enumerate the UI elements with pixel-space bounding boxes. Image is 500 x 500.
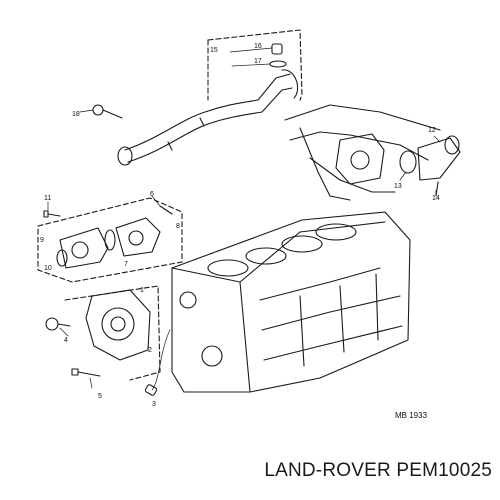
part-number: PEM10025 (396, 460, 492, 481)
callout-14: 14 (432, 195, 440, 202)
callout-6: 6 (150, 191, 154, 198)
callout-13: 13 (394, 183, 402, 190)
callout-11: 11 (44, 195, 51, 202)
engine-block (171, 211, 411, 393)
callout-16: 16 (254, 43, 262, 50)
water-pump-bolts (45, 317, 101, 377)
group-box-thermostat (37, 197, 183, 283)
callout-7: 7 (124, 261, 128, 268)
drawing-code: MB 1933 (395, 411, 428, 420)
callout-12: 12 (428, 127, 436, 134)
cylinder-bores (207, 223, 357, 277)
callout-2: 2 (148, 347, 152, 354)
callout-3: 3 (152, 401, 156, 408)
callout-17: 17 (254, 58, 262, 65)
thermostat-housing-outlet (399, 135, 461, 197)
callout-4: 4 (64, 337, 68, 344)
coolant-rail-pipe (117, 69, 299, 166)
drain-plug (144, 384, 158, 396)
callout-8: 8 (176, 223, 180, 230)
callout-18: 18 (72, 111, 80, 118)
leader-lines (47, 47, 441, 391)
pipe-fittings (269, 43, 287, 68)
brand-name: LAND-ROVER (264, 460, 391, 481)
thermostat-housing (56, 227, 109, 269)
pipe-bolt (92, 104, 123, 119)
water-pump (85, 289, 151, 361)
callout-5: 5 (98, 393, 102, 400)
callout-1: 1 (140, 287, 144, 294)
callout-9: 9 (40, 237, 44, 244)
part-caption: LAND-ROVER PEM10025 (264, 460, 492, 482)
callout-15: 15 (210, 47, 218, 54)
thermostat-bolts (43, 205, 173, 218)
thermostat-gasket (104, 229, 116, 251)
callout-numbers: 1 2 3 4 5 6 7 8 9 10 11 12 13 14 15 16 1… (40, 43, 440, 408)
group-box-water-pump (64, 285, 161, 381)
thermostat (115, 217, 161, 257)
callout-10: 10 (44, 265, 52, 272)
group-box-coolant-pipe (207, 29, 303, 101)
cylinder-head-fragment (284, 104, 441, 201)
